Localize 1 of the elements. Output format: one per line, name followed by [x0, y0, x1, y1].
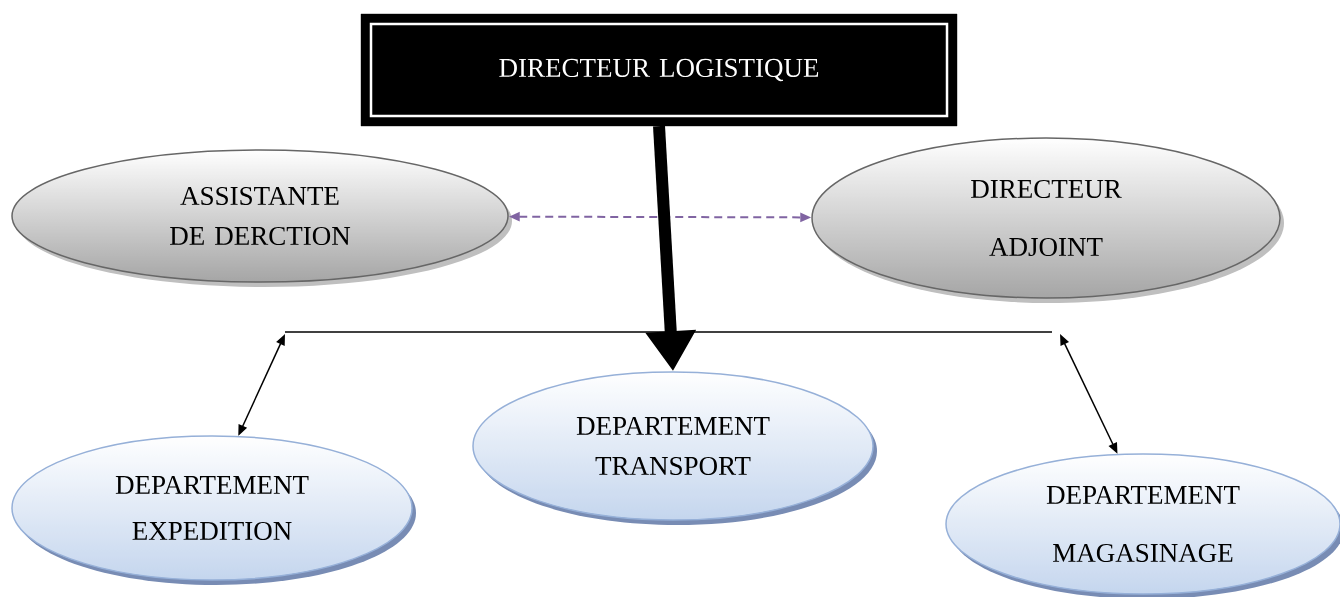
- title-box: DIRECTEUR LOGISTIQUE: [360, 13, 958, 127]
